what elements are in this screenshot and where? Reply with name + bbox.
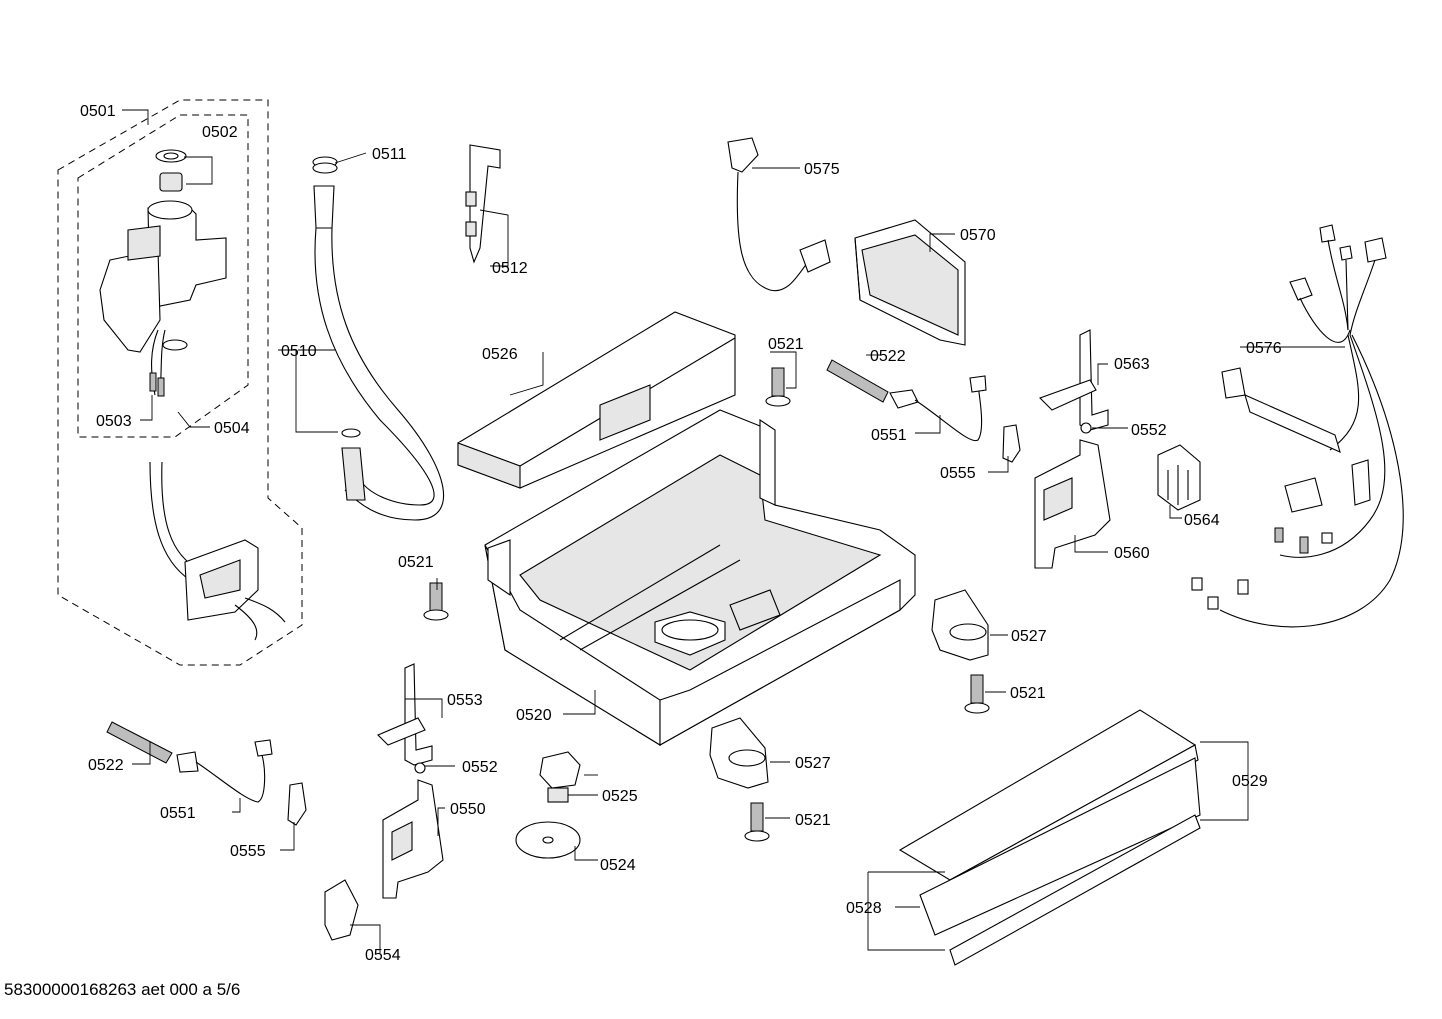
label-0555-a: 0555 [940, 465, 976, 482]
label-0527-a: 0527 [1011, 628, 1047, 645]
screw-0521-a [765, 367, 791, 407]
label-0520: 0520 [516, 707, 552, 724]
screw-0521-d [744, 802, 770, 842]
label-0555-b: 0555 [230, 843, 266, 860]
label-0524: 0524 [600, 857, 636, 874]
label-0550: 0550 [450, 801, 486, 818]
label-0575: 0575 [804, 161, 840, 178]
label-0501: 0501 [80, 103, 116, 120]
hinge-bracket-0550 [382, 779, 444, 899]
drain-hose [312, 156, 445, 521]
screw-0521-b [423, 582, 449, 621]
label-0512: 0512 [492, 260, 528, 277]
label-0576: 0576 [1246, 340, 1282, 357]
label-0563: 0563 [1114, 356, 1150, 373]
kickboard-0529 [898, 709, 1201, 966]
label-0521-d: 0521 [795, 812, 831, 829]
label-0560: 0560 [1114, 545, 1150, 562]
guide-bracket-0512 [465, 144, 501, 264]
power-cord-0575 [727, 137, 831, 292]
wiring-harness-0576 [1191, 224, 1404, 628]
drawing-number-footer: 58300000168263 aet 000 a 5/6 [4, 980, 241, 999]
foot-0527-b [709, 717, 769, 789]
screw-0521-c [964, 674, 990, 714]
label-0552-b: 0552 [462, 759, 498, 776]
label-0570: 0570 [960, 227, 996, 244]
label-0502: 0502 [202, 124, 238, 141]
control-module-0570 [854, 219, 966, 346]
label-0522-a: 0522 [870, 348, 906, 365]
label-0554: 0554 [365, 947, 401, 964]
label-0503: 0503 [96, 413, 132, 430]
water-inlet-valve [99, 149, 227, 397]
label-0521-b: 0521 [398, 554, 434, 571]
label-0521-a: 0521 [768, 336, 804, 353]
label-0526: 0526 [482, 346, 518, 363]
tub-cover-0526 [457, 311, 736, 489]
clip-0554 [324, 879, 359, 941]
leader-lines [122, 109, 1345, 953]
label-0510: 0510 [281, 343, 317, 360]
sensor-0522-left [106, 721, 273, 803]
hinge-bracket-0553 [377, 663, 433, 774]
base-tub-0520 [484, 409, 916, 746]
label-0564: 0564 [1184, 512, 1220, 529]
label-0527-b: 0527 [795, 755, 831, 772]
label-0504: 0504 [214, 420, 250, 437]
foot-0527-a [931, 589, 989, 661]
hinge-bracket-0563 [1038, 329, 1109, 434]
label-0552-a: 0552 [1131, 422, 1167, 439]
connector-block-0564 [1157, 444, 1201, 511]
label-0529: 0529 [1232, 773, 1268, 790]
assembly-0501-outline [57, 99, 303, 666]
label-0511: 0511 [372, 146, 407, 163]
label-0521-c: 0521 [1010, 685, 1046, 702]
hinge-bracket-0560 [1034, 439, 1111, 569]
label-0551-a: 0551 [871, 427, 907, 444]
label-0525: 0525 [602, 788, 638, 805]
label-0553: 0553 [447, 692, 483, 709]
clip-0555-right [1002, 424, 1021, 463]
part-labels: 0501 0502 0503 0504 0510 0511 0512 0526 … [80, 103, 1282, 964]
label-0551-b: 0551 [160, 805, 196, 822]
sensor-0522-right [826, 359, 987, 442]
disc-0524 [515, 821, 581, 859]
part-0525 [539, 751, 581, 803]
label-0522-b: 0522 [88, 757, 124, 774]
valve-hose [149, 461, 286, 641]
clip-0555-left [287, 782, 307, 826]
label-0528: 0528 [846, 900, 882, 917]
